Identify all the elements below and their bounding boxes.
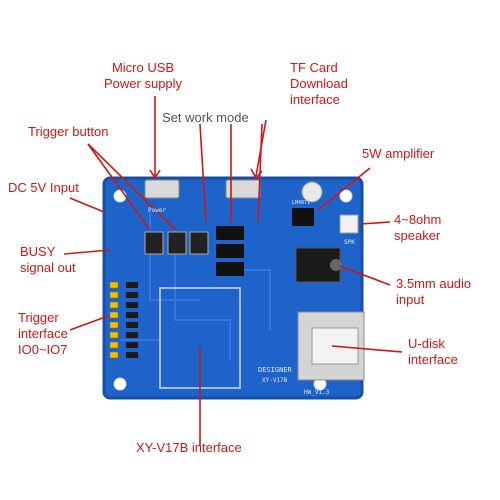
silk-model: XY-V17B (262, 377, 288, 384)
work-mode-jumpers (216, 226, 244, 276)
label-micro-usb: Micro USB Power supply (104, 60, 183, 91)
mount-hole (113, 377, 127, 391)
label-5w-amplifier: 5W amplifier (362, 146, 435, 161)
speaker-terminal (339, 214, 359, 234)
label-xy-v17b: XY-V17B interface (136, 440, 242, 455)
label-trigger-interface: Trigger interface IO0~IO7 (18, 310, 68, 357)
silk-power: Power (148, 207, 166, 214)
capacitor (301, 181, 323, 203)
callout-arrows (63, 96, 403, 446)
label-busy: BUSY signal out (20, 244, 76, 275)
label-speaker: 4~8ohm speaker (394, 212, 442, 243)
label-udisk: U-disk interface (408, 336, 458, 367)
amplifier-chip (292, 208, 314, 226)
mount-hole (113, 189, 127, 203)
label-dc-5v: DC 5V Input (8, 180, 79, 195)
label-tf-card: TF Card Download interface (290, 60, 348, 107)
trigger-buttons (144, 231, 209, 255)
silk-spk: SPK (344, 239, 355, 246)
label-set-work-mode: Set work mode (162, 110, 249, 125)
resistor-array (126, 282, 138, 358)
micro-usb-connector (144, 179, 180, 199)
pin-header-left (109, 281, 119, 359)
silk-chip: LM4871 (292, 200, 310, 206)
label-audio-input: 3.5mm audio input (396, 276, 472, 307)
silk-designer: DESIGNER (258, 366, 293, 374)
mount-hole (339, 189, 353, 203)
silk-hw: HW_V1.3 (304, 389, 330, 396)
label-trigger-button: Trigger button (28, 124, 109, 139)
